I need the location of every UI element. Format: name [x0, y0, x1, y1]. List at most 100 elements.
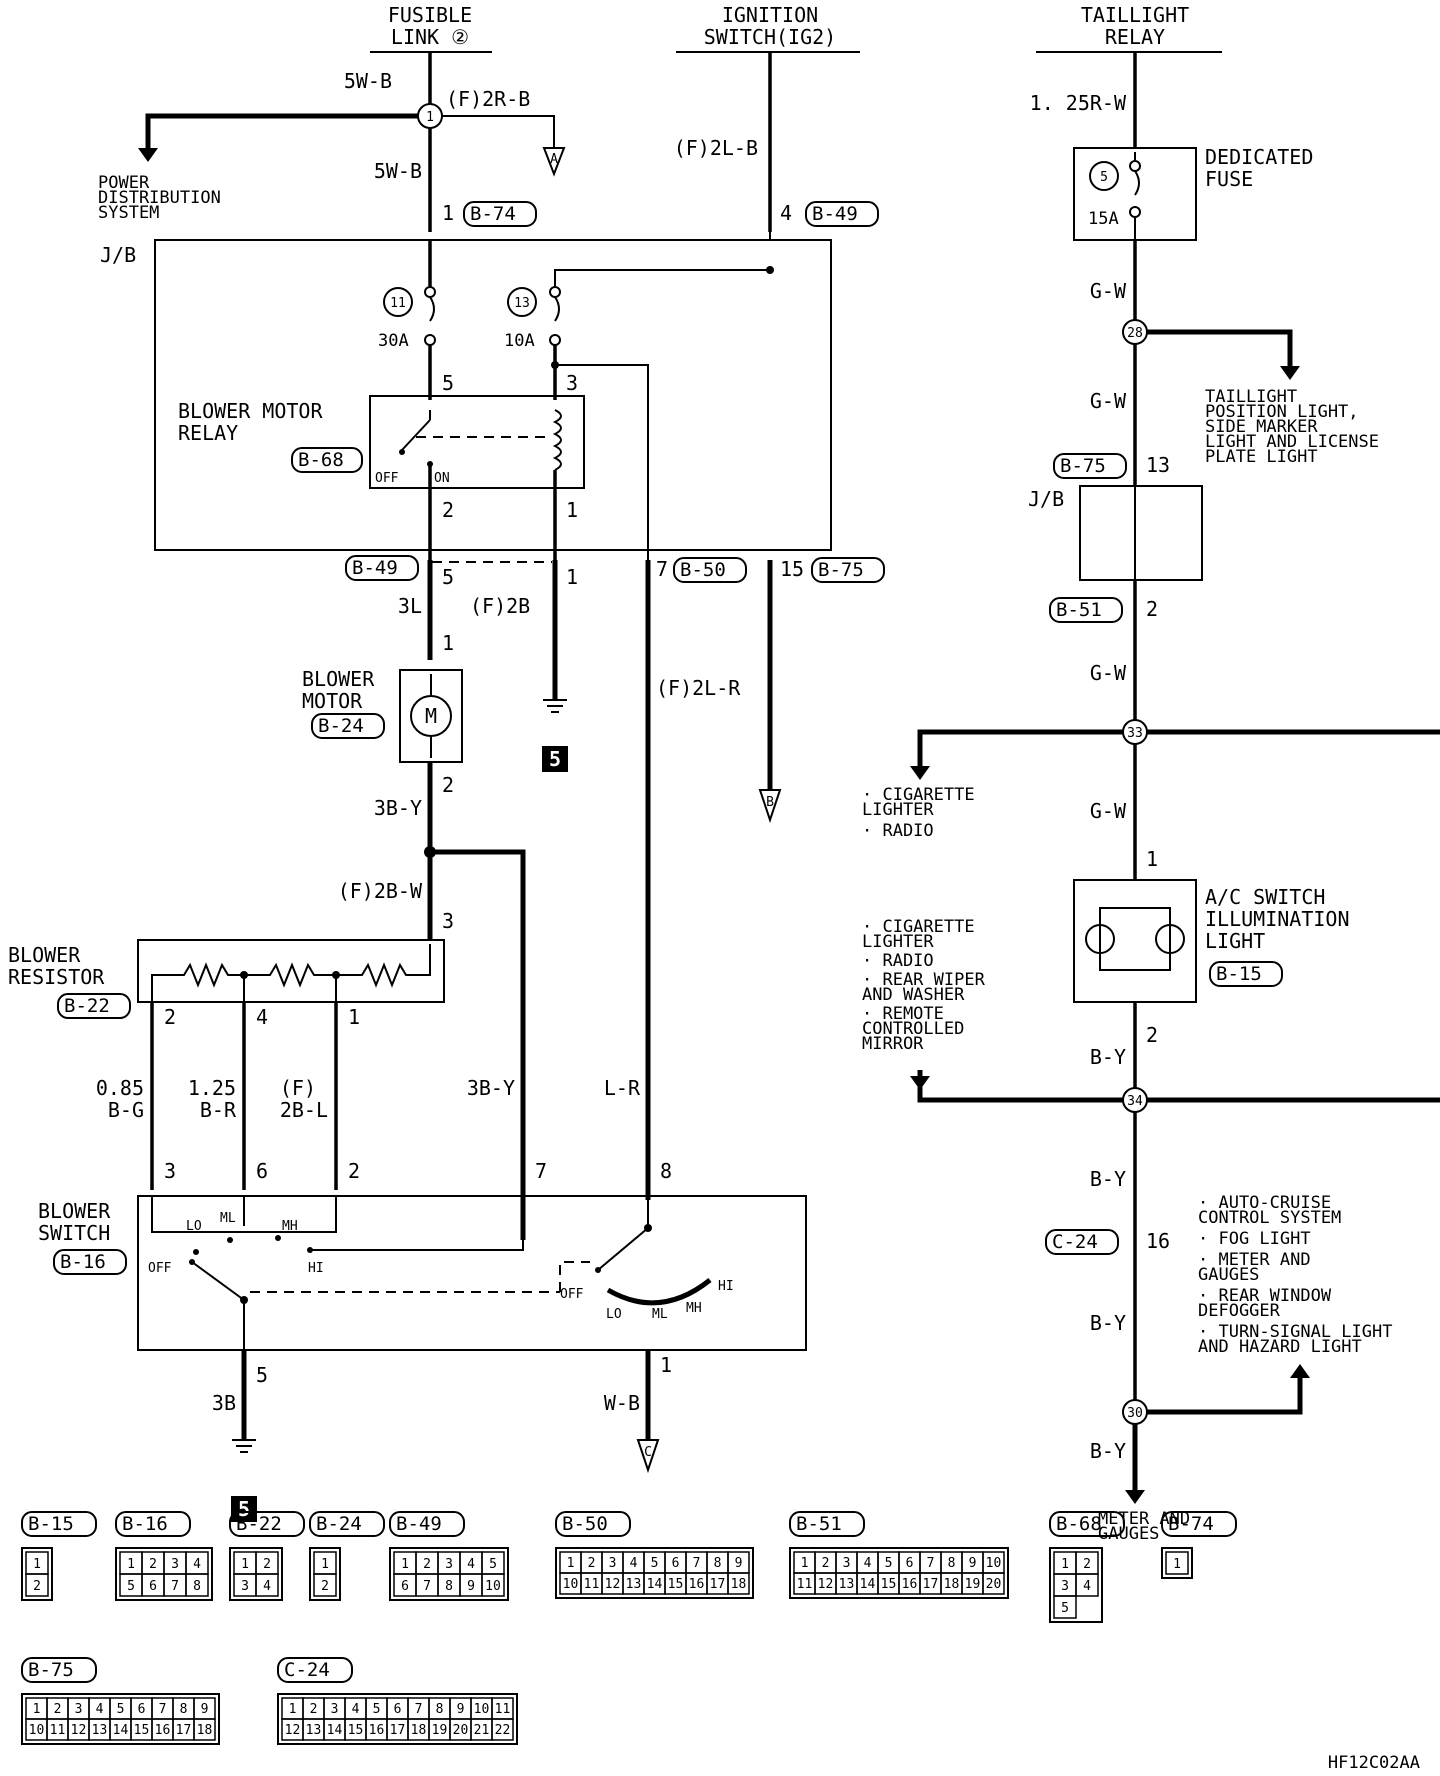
legend-pin-number: 13 — [839, 1577, 855, 1592]
connector-label: B-75 — [818, 559, 864, 581]
multi-destination-label: · CIGARETTE LIGHTER · RADIO · REAR WIPER… — [862, 917, 986, 1054]
svg-text:· CIGARETTE: · CIGARETTE — [862, 785, 975, 805]
legend-pin-number: 13 — [306, 1723, 322, 1738]
svg-text:15A: 15A — [1088, 209, 1119, 229]
pin-label: 1 — [566, 498, 578, 522]
legend-pin-cell — [982, 1572, 1005, 1595]
svg-text:· REMOTE: · REMOTE — [862, 1004, 944, 1024]
jb-label: J/B — [1028, 487, 1064, 511]
pin-label: 7 — [535, 1159, 547, 1183]
blower-switch: BLOWER SWITCH B-16 LO ML MH HI OFF OFF L… — [38, 1195, 807, 1351]
arrow-a-icon — [542, 147, 566, 177]
svg-text:ON: ON — [434, 471, 450, 486]
svg-text:11: 11 — [390, 296, 406, 311]
wire-label: G-W — [1090, 661, 1127, 685]
legend-pin-number: 7 — [423, 1579, 431, 1594]
legend-pin-number: 12 — [285, 1723, 301, 1738]
legend-pin-number: 4 — [630, 1556, 638, 1571]
legend-pin-number: 17 — [923, 1577, 939, 1592]
legend-pin-number: 3 — [445, 1557, 453, 1572]
legend-pin-cell — [1165, 1551, 1189, 1575]
legend-pin-number: 7 — [693, 1556, 701, 1571]
pin-label: 1 — [566, 565, 578, 589]
svg-text:· AUTO-CRUISE: · AUTO-CRUISE — [1198, 1193, 1331, 1213]
svg-text:POSITION LIGHT,: POSITION LIGHT, — [1205, 402, 1359, 422]
connector-label: C-24 — [1052, 1231, 1098, 1253]
svg-text:SIDE MARKER: SIDE MARKER — [1205, 417, 1318, 437]
svg-text:ML: ML — [652, 1307, 668, 1322]
svg-text:OFF: OFF — [148, 1261, 172, 1276]
wire-label: G-W — [1090, 279, 1127, 303]
legend-pin-number: 6 — [149, 1579, 157, 1594]
wire-label: 3B-Y — [467, 1076, 515, 1100]
svg-text:30A: 30A — [378, 331, 409, 351]
connector-label: B-75 — [1060, 455, 1106, 477]
legend-pin-number: 11 — [584, 1577, 600, 1592]
wire-label: 0.85 — [96, 1076, 144, 1100]
legend-pin-number: 18 — [944, 1577, 960, 1592]
legend-pin-cell — [313, 1573, 337, 1597]
wire-label: 3B — [212, 1391, 236, 1415]
legend-pin-cell — [185, 1573, 209, 1597]
wire-label: 1. 25R-W — [1030, 91, 1127, 115]
legend-connector-b-74: B-741 — [1161, 1511, 1237, 1579]
svg-text:BLOWER: BLOWER — [8, 943, 81, 967]
svg-text:FUSIBLE: FUSIBLE — [388, 3, 472, 27]
legend-pin-number: 19 — [965, 1577, 981, 1592]
connector-label: B-15 — [1216, 963, 1262, 985]
legend-pin-number: 14 — [647, 1577, 663, 1592]
legend-pin-number: 4 — [467, 1557, 475, 1572]
pin-label: 6 — [256, 1159, 268, 1183]
connector-label: B-68 — [298, 449, 344, 471]
pin-label: 3 — [164, 1159, 176, 1183]
taillight-destination: TAILLIGHT POSITION LIGHT, SIDE MARKER LI… — [1205, 387, 1379, 467]
blower-resistor: BLOWER RESISTOR B-22 — [8, 939, 445, 1019]
legend-pin-number: 2 — [1083, 1557, 1091, 1572]
ground-symbol-2: 5 — [231, 1439, 257, 1522]
svg-text:MIRROR: MIRROR — [862, 1034, 924, 1054]
legend-pin-number: 14 — [860, 1577, 876, 1592]
legend-pin-number: 6 — [906, 1556, 914, 1571]
legend-connector-label: B-24 — [316, 1513, 362, 1535]
pin-label: 2 — [442, 773, 454, 797]
svg-text:1: 1 — [426, 110, 434, 125]
dedicated-fuse: 5 15A DEDICATED FUSE — [1073, 145, 1313, 241]
svg-text:GAUGES: GAUGES — [1198, 1265, 1259, 1285]
legend-pin-number: 17 — [176, 1723, 192, 1738]
legend-connector-label: B-68 — [1056, 1513, 1102, 1535]
legend-pin-number: 8 — [180, 1702, 188, 1717]
legend-pin-number: 1 — [321, 1557, 329, 1572]
legend-pin-number: 7 — [159, 1702, 167, 1717]
pin-label: 3 — [442, 909, 454, 933]
wire-label: 3L — [398, 594, 422, 618]
connector-label: B-50 — [680, 559, 726, 581]
pin-label: 2 — [1146, 1023, 1158, 1047]
svg-text:IGNITION: IGNITION — [722, 3, 818, 27]
svg-text:B: B — [766, 795, 774, 810]
svg-text:LIGHT AND LICENSE: LIGHT AND LICENSE — [1205, 432, 1379, 452]
legend-pin-number: 16 — [902, 1577, 918, 1592]
legend-pin-number: 6 — [672, 1556, 680, 1571]
arrow-c-icon — [636, 1439, 660, 1474]
legend-pin-number: 15 — [134, 1723, 150, 1738]
legend-pin-number: 21 — [474, 1723, 490, 1738]
blower-motor-relay: BLOWER MOTOR RELAY B-68 OFF ON — [178, 395, 585, 489]
legend-pin-number: 4 — [193, 1557, 201, 1572]
svg-text:LIGHTER: LIGHTER — [862, 932, 934, 952]
svg-text:HI: HI — [718, 1279, 734, 1294]
svg-text:TAILLIGHT: TAILLIGHT — [1081, 3, 1189, 27]
pin-label: 1 — [442, 201, 454, 225]
svg-text:DEFOGGER: DEFOGGER — [1198, 1301, 1281, 1321]
svg-text:28: 28 — [1127, 326, 1143, 341]
svg-text:CONTROLLED: CONTROLLED — [862, 1019, 964, 1039]
svg-text:MH: MH — [282, 1219, 298, 1234]
power-distribution-label: POWER DISTRIBUTION SYSTEM — [98, 173, 221, 223]
ground-symbol: 5 — [542, 699, 568, 772]
legend-pin-cell — [255, 1573, 279, 1597]
wire-label: B-Y — [1090, 1045, 1126, 1069]
wire-label: (F)2L-B — [674, 136, 758, 160]
pin-label: 15 — [780, 557, 804, 581]
legend-pin-number: 7 — [415, 1702, 423, 1717]
